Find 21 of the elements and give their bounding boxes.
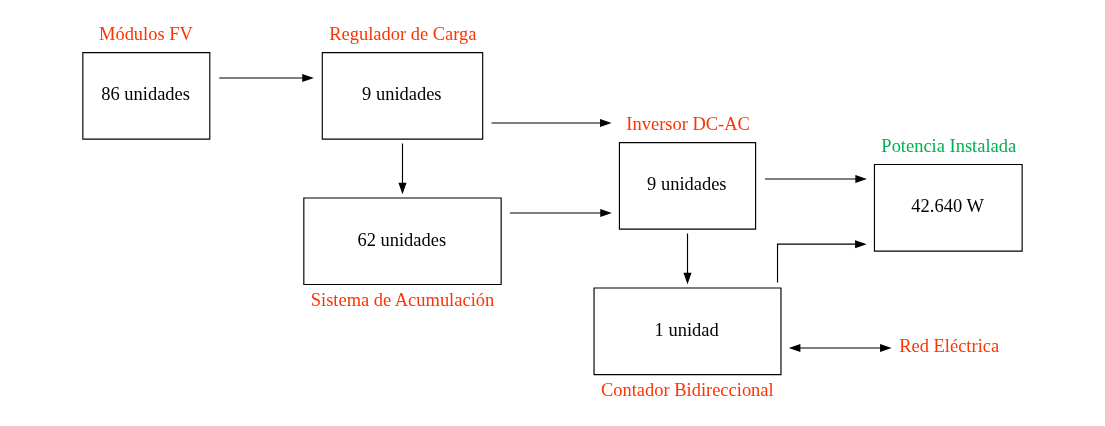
- node-label: Sistema de Acumulación: [310, 290, 495, 311]
- node-label: Contador Bidireccional: [600, 380, 774, 401]
- node-box: 86 unidades: [82, 52, 211, 140]
- arrow: [788, 343, 892, 353]
- arrow: [683, 232, 692, 285]
- node-label: Módulos FV: [99, 23, 193, 44]
- node-box: 9 unidades: [321, 52, 484, 140]
- arrow: [218, 73, 314, 83]
- node-label: Regulador de Carga: [329, 23, 477, 44]
- node-box: 1 unidad: [593, 287, 782, 376]
- node-label: Inversor DC-AC: [626, 113, 750, 134]
- arrow: [398, 142, 407, 195]
- node-text: Red Eléctrica: [899, 336, 1000, 357]
- node-label: Potencia Instalada: [881, 135, 1017, 156]
- arrow: [776, 240, 867, 284]
- node-box: 42.640 W: [873, 163, 1023, 252]
- arrow: [764, 174, 867, 183]
- arrow: [509, 208, 612, 218]
- node-box: 62 unidades: [303, 197, 502, 286]
- node-box: 9 unidades: [618, 142, 757, 230]
- arrow: [490, 118, 612, 128]
